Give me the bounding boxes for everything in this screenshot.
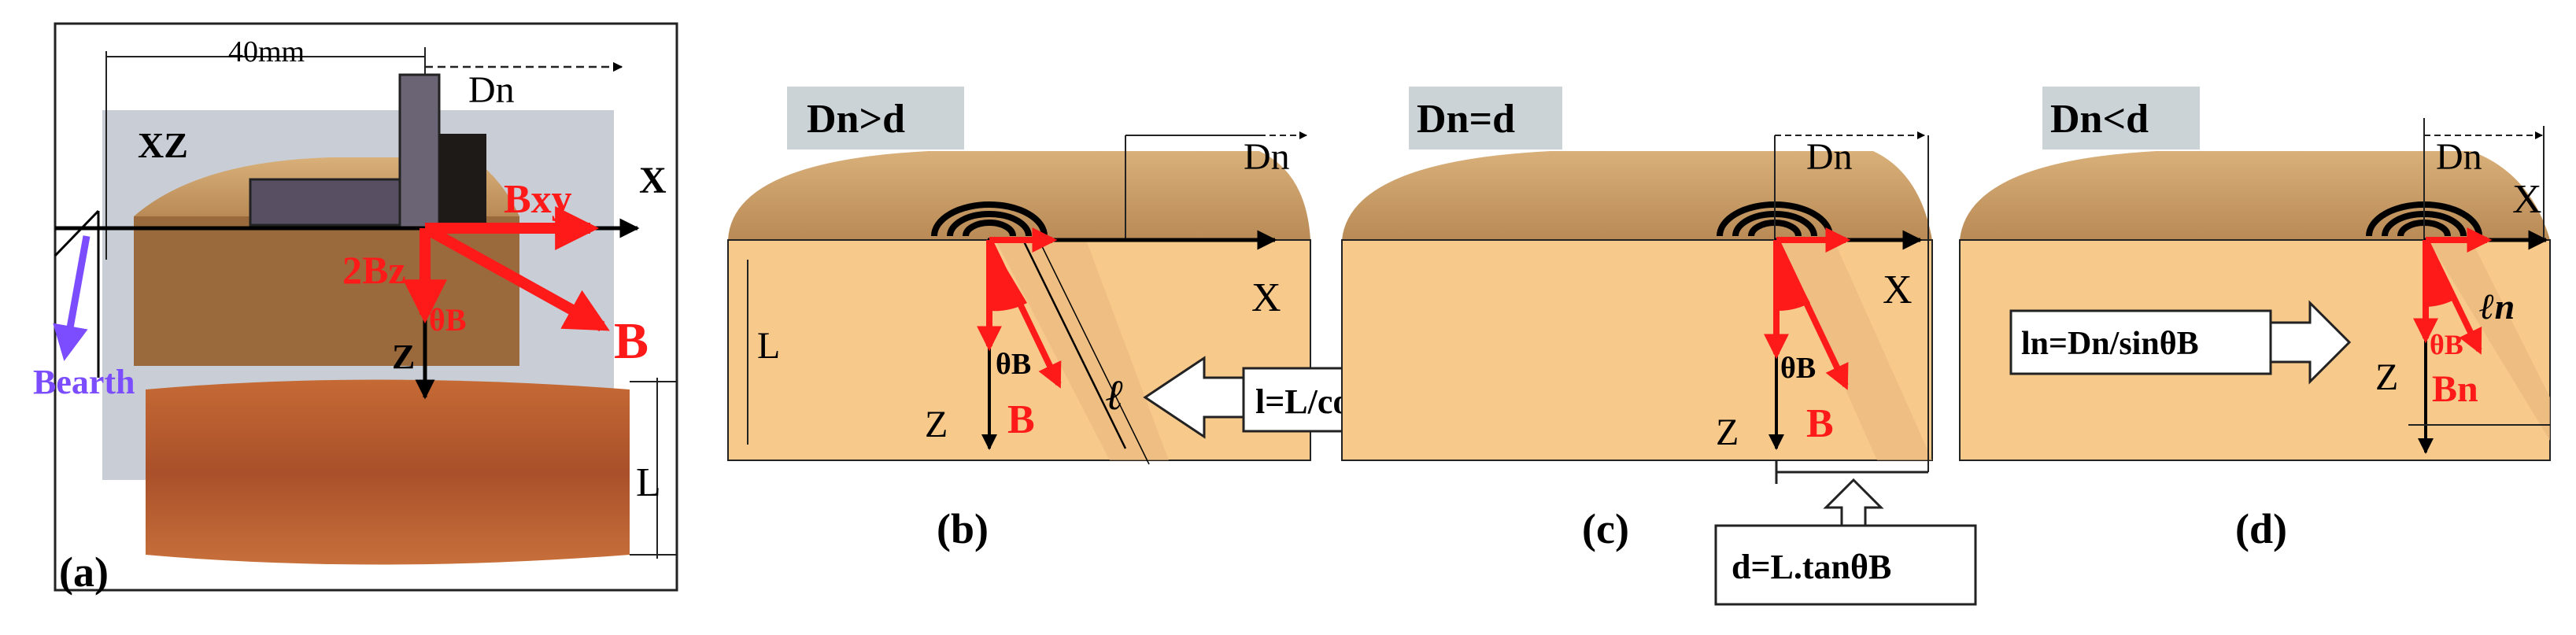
bz-label: 2Bz bbox=[342, 248, 406, 292]
condition-badge-d bbox=[2042, 87, 2200, 150]
z-axis-label: Z bbox=[392, 338, 415, 376]
path-line-b2 bbox=[1038, 239, 1150, 465]
condition-b: Dn>d bbox=[807, 97, 905, 142]
x-label-d: X bbox=[2512, 177, 2542, 222]
probe-rod bbox=[398, 73, 441, 230]
z-label-b: Z bbox=[925, 404, 948, 445]
path-label-d: ℓn bbox=[2479, 286, 2515, 327]
dn-label-c: Dn bbox=[1806, 136, 1853, 178]
probe-base bbox=[439, 134, 486, 228]
callout-arrow-d bbox=[2269, 300, 2352, 385]
theta-label: θB bbox=[429, 302, 467, 338]
b-label-c: B bbox=[1806, 401, 1834, 446]
condition-badge-c bbox=[1409, 87, 1562, 150]
caption-d: (d) bbox=[2235, 505, 2287, 552]
beam-b bbox=[996, 240, 1169, 460]
panel-d: Dn<d Dn X Z ℓn θB Bn ln=Dn/sinθB (d) bbox=[1959, 87, 2551, 552]
path-label-b: ℓ bbox=[1106, 371, 1124, 419]
caption-c: (c) bbox=[1582, 505, 1629, 552]
bxy-label: Bxy bbox=[504, 177, 572, 222]
panel-c: Dn=d Dn X Z θB B d=L.tanθB (c) bbox=[1341, 87, 1977, 606]
condition-badge-b bbox=[787, 87, 964, 150]
dim-40mm-label: 40mm bbox=[228, 35, 305, 68]
path-line-b bbox=[1022, 239, 1127, 449]
caption-b: (b) bbox=[937, 505, 989, 552]
bearth-label: Bearth bbox=[33, 363, 135, 401]
plane-label: XZ bbox=[138, 125, 188, 165]
crust-b bbox=[728, 151, 1310, 240]
l-label: L bbox=[636, 460, 661, 505]
condition-c: Dn=d bbox=[1417, 97, 1515, 142]
panel-a-frame bbox=[54, 22, 678, 592]
panel-a: 40mm Dn XZ X Z Bxy 2Bz B θB Bearth L (a) bbox=[33, 22, 678, 596]
x-label-c: X bbox=[1883, 268, 1913, 312]
b-label: B bbox=[614, 312, 649, 370]
theta-label-d: θB bbox=[2430, 329, 2463, 360]
bearth-vector bbox=[53, 235, 91, 361]
beam-c bbox=[1779, 240, 1932, 460]
dn-label-d: Dn bbox=[2436, 136, 2482, 178]
probe-block bbox=[249, 178, 417, 227]
sample-disc bbox=[146, 379, 630, 565]
z-label-c: Z bbox=[1716, 412, 1739, 453]
b-label-b: B bbox=[1007, 397, 1035, 442]
bn-label-d: Bn bbox=[2432, 368, 2478, 410]
b-vector bbox=[422, 223, 610, 332]
earth-axis-diagonal bbox=[54, 209, 100, 257]
dn-label-b: Dn bbox=[1244, 136, 1290, 178]
l-label-b: L bbox=[757, 325, 780, 367]
coil-b bbox=[931, 201, 1048, 237]
x-label-b: X bbox=[1251, 275, 1281, 320]
theta-label-b: θB bbox=[996, 348, 1031, 381]
formula-c: d=L.tanθB bbox=[1732, 548, 1891, 586]
x-axis-label: X bbox=[639, 160, 667, 201]
b-vector-c bbox=[1773, 238, 1849, 390]
sample-section bbox=[134, 216, 519, 366]
formula-box-c bbox=[1714, 524, 1977, 606]
formula-box-d bbox=[2009, 309, 2272, 375]
caption-a: (a) bbox=[59, 548, 109, 596]
dn-label: Dn bbox=[468, 69, 515, 111]
z-label-d: Z bbox=[2375, 356, 2398, 398]
callout-arrow-c bbox=[1823, 478, 1884, 527]
formula-d: ln=Dn/sinθB bbox=[2021, 326, 2199, 362]
beam-d bbox=[2428, 240, 2550, 441]
bn-vector-d bbox=[2423, 238, 2482, 355]
b-vector-b bbox=[986, 238, 1062, 389]
condition-d: Dn<d bbox=[2050, 97, 2149, 142]
theta-label-c: θB bbox=[1780, 352, 1816, 385]
